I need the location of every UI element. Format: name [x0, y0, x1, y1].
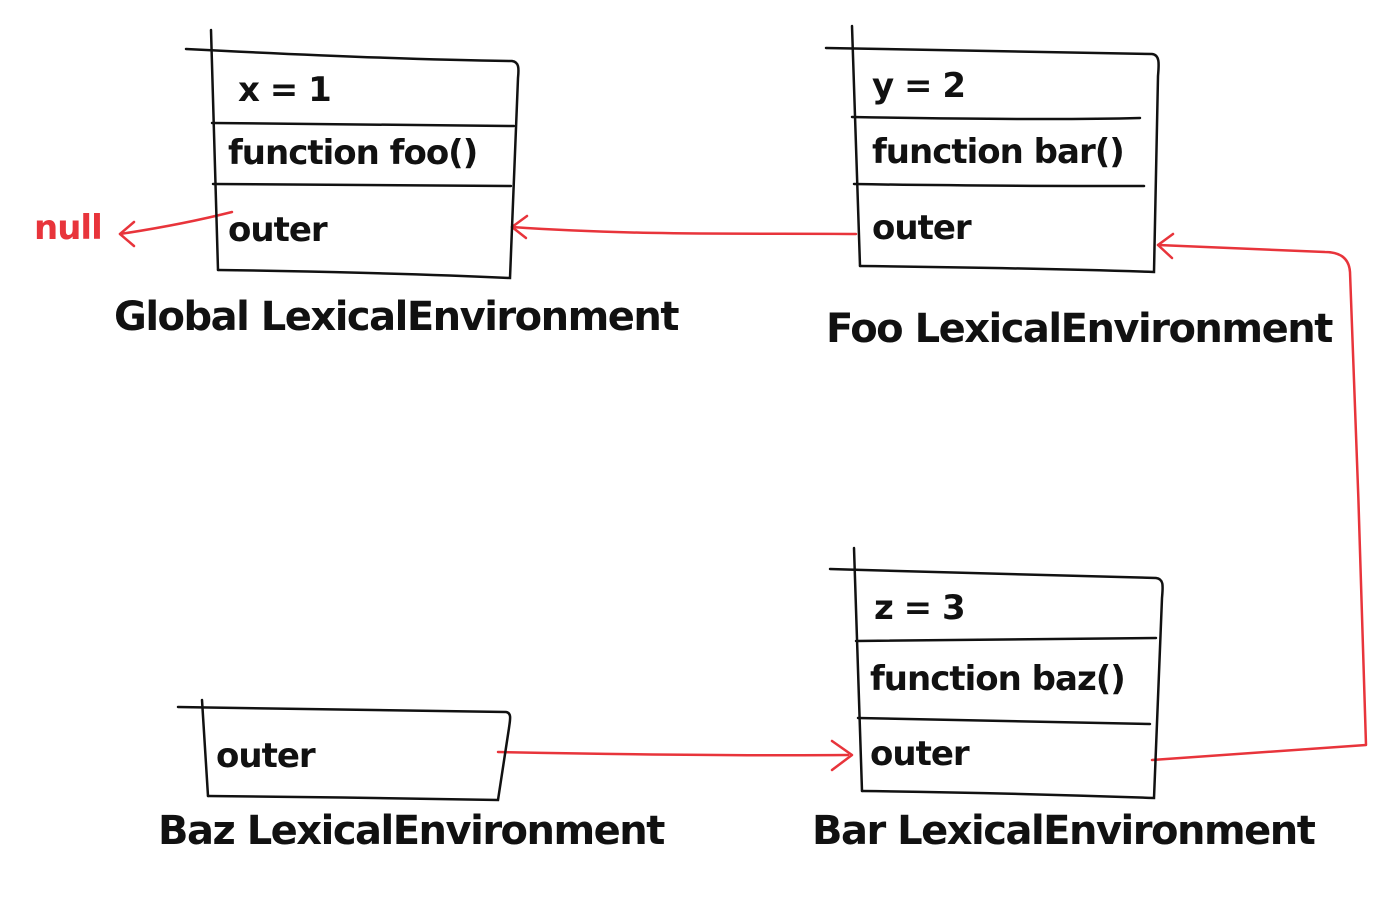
global-variable-x-cell: x = 1	[238, 70, 332, 110]
foo-outer-to-global-arrow	[510, 225, 858, 236]
bar-outer-to-foo-arrow	[1150, 243, 1368, 762]
bar-outer-to-foo-arrowhead	[1156, 232, 1175, 260]
global-environment-box: x = 1 function foo() outer	[184, 28, 524, 284]
foo-function-bar-cell: function bar()	[872, 132, 1125, 172]
baz-outer-to-bar-arrowhead	[830, 739, 854, 772]
baz-environment-box: outer	[176, 698, 516, 808]
global-environment-frame	[184, 28, 520, 280]
foo-environment-caption: Foo LexicalEnvironment	[826, 306, 1333, 352]
global-outer-to-null-arrowhead	[118, 220, 136, 248]
bar-environment-box: z = 3 function baz() outer	[828, 546, 1168, 802]
global-function-foo-cell: function foo()	[228, 133, 478, 173]
bar-environment-frame	[828, 546, 1164, 800]
foo-environment-box: y = 2 function bar() outer	[824, 24, 1164, 280]
null-label: null	[34, 208, 103, 248]
global-outer-cell: outer	[228, 210, 328, 250]
bar-variable-z-cell: z = 3	[874, 588, 966, 628]
bar-outer-cell: outer	[870, 734, 970, 774]
foo-outer-cell: outer	[872, 208, 972, 248]
foo-environment-frame	[824, 24, 1160, 274]
foo-variable-y-cell: y = 2	[872, 66, 966, 106]
global-outer-to-null-arrow	[118, 210, 234, 236]
bar-function-baz-cell: function baz()	[870, 659, 1126, 699]
bar-environment-caption: Bar LexicalEnvironment	[812, 808, 1316, 854]
baz-outer-to-bar-arrow	[496, 750, 850, 757]
baz-outer-cell: outer	[216, 736, 316, 776]
baz-environment-frame	[176, 698, 512, 802]
baz-environment-caption: Baz LexicalEnvironment	[158, 808, 665, 854]
global-environment-caption: Global LexicalEnvironment	[114, 294, 680, 340]
